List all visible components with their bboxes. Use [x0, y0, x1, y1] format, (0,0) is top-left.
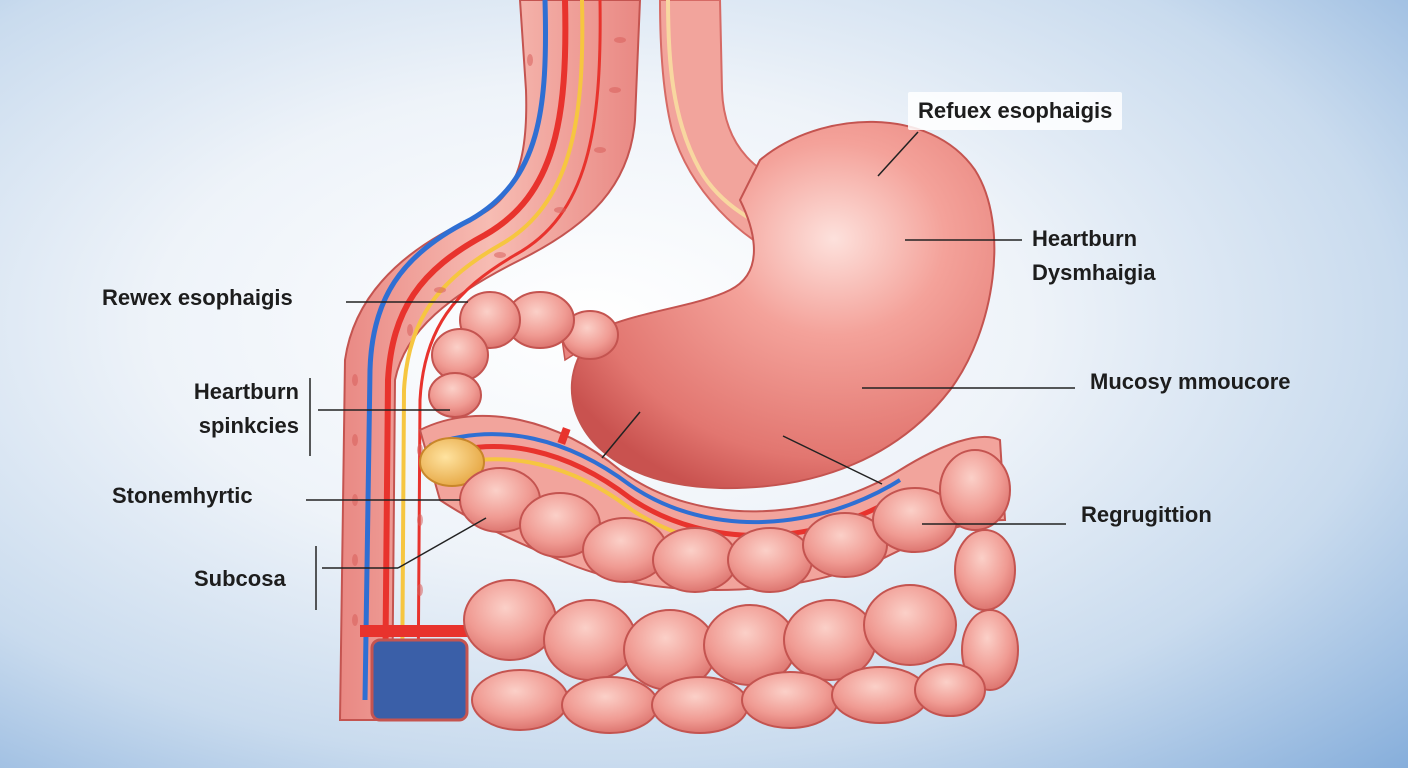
stomach [570, 120, 996, 490]
fat-deposit [419, 437, 485, 487]
label-regurgitation: Regrugittion [1081, 498, 1212, 532]
label-text: Subcosa [194, 566, 286, 591]
leader-line [782, 435, 883, 485]
label-text: Dysmhaigia [1032, 260, 1156, 285]
label-text: Heartburn [193, 379, 299, 404]
label-text: Stonemhyrtic [112, 483, 253, 508]
label-rewex-esophaigis: Rewex esophaigis [102, 281, 293, 315]
label-text: Heartburn [1032, 226, 1138, 251]
label-mucosy-mmoucore: Mucosy mmoucore [1090, 365, 1291, 399]
label-stonemhyrtic: Stonemhyrtic [112, 479, 253, 513]
esophagus-wall [338, 0, 642, 722]
leader-line [397, 517, 487, 569]
leader-line [601, 411, 641, 459]
leader-line [877, 131, 919, 177]
label-text: spinkcies [198, 413, 299, 438]
label-text: Refuex esophaigis [918, 98, 1113, 123]
leader-lines [306, 131, 1075, 610]
duodenum [428, 291, 619, 418]
label-subcosa: Subcosa [194, 562, 286, 596]
intestine-loops [459, 449, 1019, 734]
label-text: Regrugittion [1081, 502, 1212, 527]
label-heartburn-spinkcies: Heartburn spinkcies [140, 375, 299, 443]
label-text: Mucosy mmoucore [1090, 369, 1291, 394]
label-heartburn-dysmhaigia: Heartburn Dysmhaigia [1032, 222, 1156, 290]
label-refuex-esophaigis: Refuex esophaigis [908, 92, 1123, 130]
label-text: Rewex esophaigis [102, 285, 293, 310]
